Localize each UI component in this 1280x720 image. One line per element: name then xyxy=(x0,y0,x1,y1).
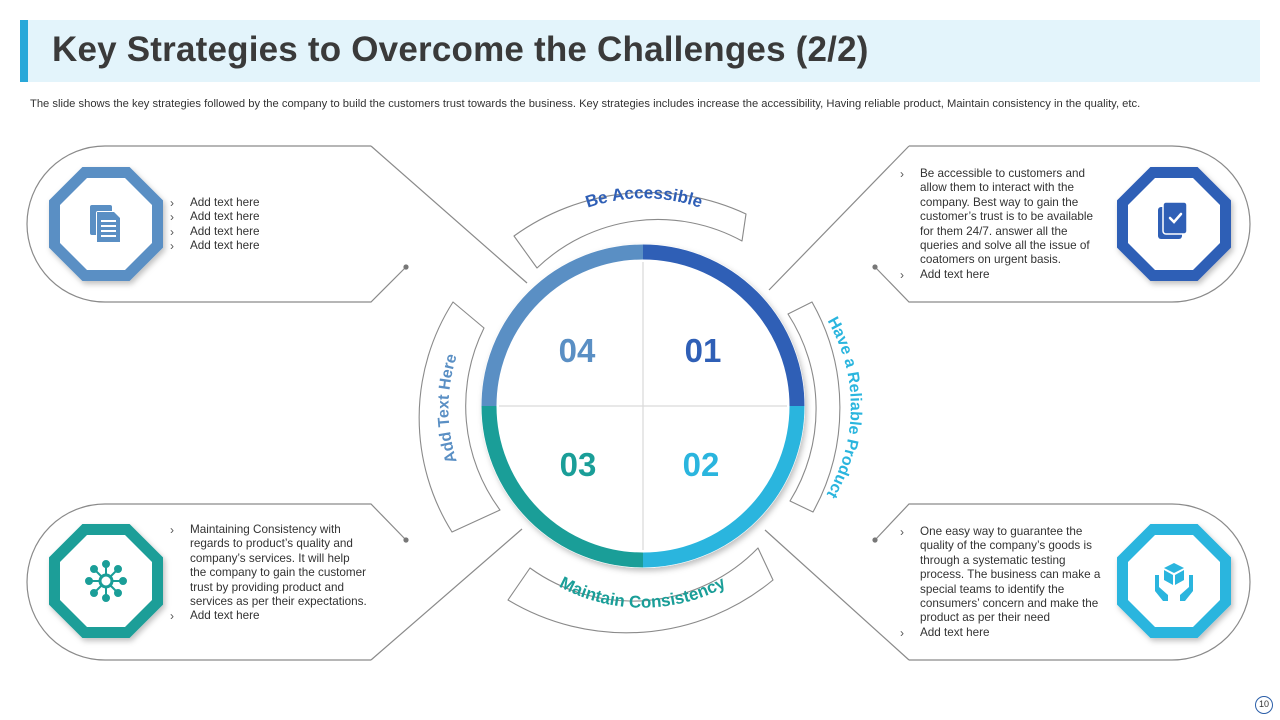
ring-segment-04 xyxy=(481,244,644,407)
title-accent-bar xyxy=(20,20,28,82)
panel-outline-top-right xyxy=(874,145,1251,303)
list-item: Be accessible to customers and allow the… xyxy=(900,167,1102,268)
list-item: Add text here xyxy=(170,210,360,225)
document-icon xyxy=(90,205,121,243)
label-frame-left xyxy=(418,301,501,533)
quadrant-number-01: 01 xyxy=(685,332,722,369)
panel-bottom-right-text: One easy way to guarantee the quality of… xyxy=(900,525,1108,641)
quadrant-number-02: 02 xyxy=(683,446,720,483)
slide-subtitle: The slide shows the key strategies follo… xyxy=(30,98,1141,110)
list-item: Maintaining Consistency with regards to … xyxy=(170,523,368,609)
panel-outline-bottom-right xyxy=(874,503,1251,661)
quadrant-number-03: 03 xyxy=(560,446,597,483)
list-item: Add text here xyxy=(900,268,1102,283)
hands-box-icon xyxy=(1155,563,1193,601)
ring-segment-01 xyxy=(642,244,805,407)
panel-bottom-left-text: Maintaining Consistency with regards to … xyxy=(170,523,368,624)
label-frame-bottom xyxy=(507,547,774,634)
list-item: Add text here xyxy=(170,196,360,211)
list-item: Add text here xyxy=(900,626,1108,641)
list-item: One easy way to guarantee the quality of… xyxy=(900,525,1108,626)
page-number: 10 xyxy=(1255,696,1273,714)
title-bar: Key Strategies to Overcome the Challenge… xyxy=(20,20,1260,82)
ring-segment-02 xyxy=(642,405,805,568)
list-item: Add text here xyxy=(170,239,360,254)
clipboard-check-icon xyxy=(1158,201,1188,239)
ring-segment-03 xyxy=(481,405,644,568)
quadrant-number-04: 04 xyxy=(559,332,596,369)
panel-top-left-text: Add text here Add text here Add text her… xyxy=(170,196,360,254)
panel-outline-top-left xyxy=(26,145,407,303)
list-item: Add text here xyxy=(170,609,368,624)
panel-top-right-text: Be accessible to customers and allow the… xyxy=(900,167,1102,283)
page-title: Key Strategies to Overcome the Challenge… xyxy=(52,30,869,69)
list-item: Add text here xyxy=(170,225,360,240)
panel-outline-bottom-left xyxy=(26,503,407,661)
label-frame-top xyxy=(513,191,747,269)
label-frame-right xyxy=(787,301,841,513)
network-hub-icon xyxy=(85,560,127,602)
